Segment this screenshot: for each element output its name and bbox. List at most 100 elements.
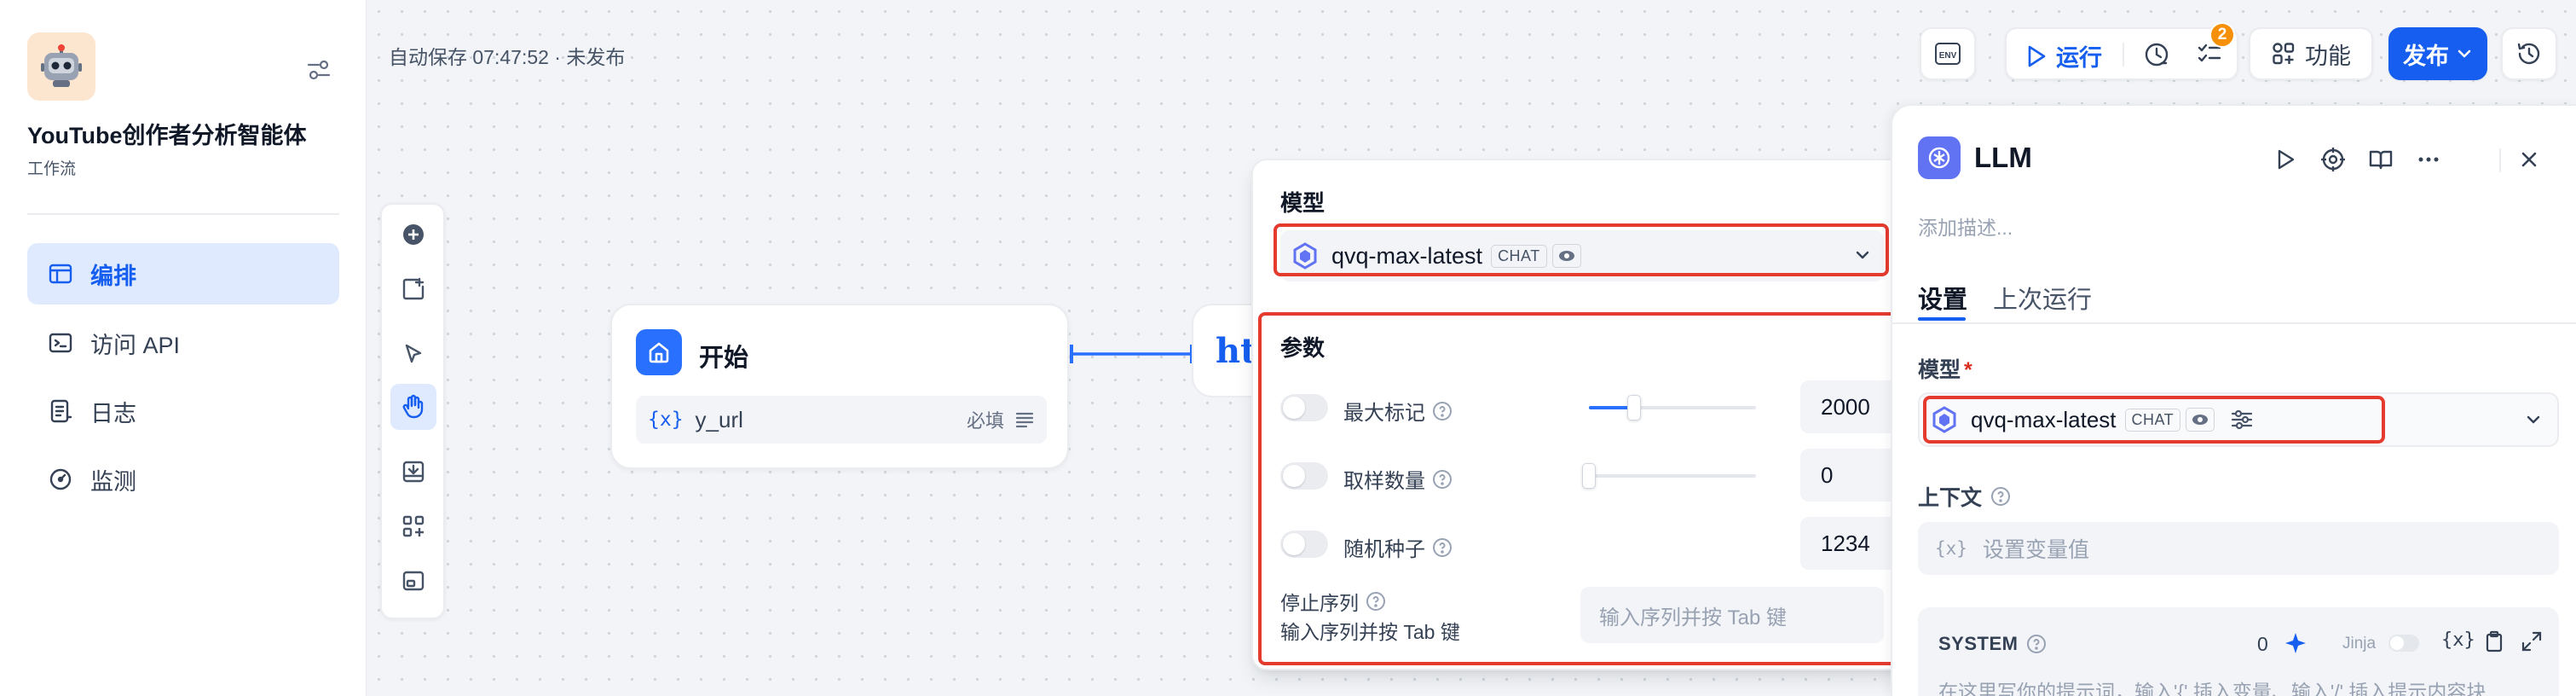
ai-generate-icon[interactable] [2283, 631, 2308, 661]
play-icon [2025, 44, 2048, 69]
model-field-label: 模型* [1918, 353, 1972, 384]
system-prompt-editor[interactable]: SYSTEM 0 Jinja {x} 在这里写你的提示词，输入'{' 插入变量、… [1918, 607, 2559, 696]
model-mode-tag: CHAT [1491, 244, 1547, 268]
panel-title: LLM [1974, 142, 2032, 173]
sidebar-item-label: 日志 [90, 400, 136, 426]
run-button[interactable]: 运行 [2025, 39, 2102, 72]
run-node-icon[interactable] [2271, 145, 2300, 174]
active-tab-indicator [1918, 317, 1966, 321]
tab-last-run[interactable]: 上次运行 [1993, 287, 2093, 314]
stop-sequence-label: 停止序列 [1280, 592, 1359, 614]
top-k-label: 取样数量 [1343, 470, 1425, 493]
pointer-icon[interactable] [390, 331, 436, 377]
param-row-max-tokens: 最大标记 2000 [1280, 380, 1911, 433]
target-icon[interactable] [2319, 145, 2348, 174]
version-history-button[interactable] [2501, 27, 2557, 80]
export-image-icon[interactable] [390, 449, 436, 495]
sidebar-item-logs[interactable]: 日志 [27, 380, 339, 442]
max-tokens-slider[interactable] [1589, 395, 1756, 420]
seed-label: 随机种子 [1343, 538, 1425, 561]
help-icon [2027, 635, 2047, 653]
system-label-wrap: SYSTEM [1938, 633, 2047, 655]
params-label: 参数 [1280, 335, 1326, 361]
chevron-down-icon [2523, 409, 2544, 430]
checklist-badge: 2 [2209, 22, 2235, 48]
model-settings-popover: 模型 qvq-max-latest CHAT 参数 最大标记 2000 取样数量 [1251, 159, 1913, 670]
tabs-divider [1892, 322, 2576, 324]
sidebar-item-monitor[interactable]: 监测 [27, 449, 339, 510]
param-row-seed: 随机种子 1234 [1280, 517, 1911, 570]
publish-label: 发布 [2403, 43, 2449, 69]
sidebar-item-orchestrate[interactable]: 编排 [27, 243, 339, 304]
model-label-text: 模型 [1918, 358, 1961, 382]
max-tokens-slider-thumb[interactable] [1626, 395, 1641, 420]
log-icon [46, 397, 75, 426]
token-count: 0 [2257, 633, 2268, 655]
stop-sequence-hint: 输入序列并按 Tab 键 [1280, 621, 1460, 643]
more-icon[interactable] [2414, 145, 2443, 174]
variable-icon: {x} [648, 409, 684, 431]
stop-sequence-input[interactable]: 输入序列并按 Tab 键 [1580, 587, 1884, 643]
publish-button[interactable]: 发布 [2388, 27, 2487, 80]
feature-button[interactable]: 功能 [2249, 27, 2373, 80]
terminal-icon [46, 328, 75, 357]
autosave-status: 自动保存 07:47:52 · 未发布 [389, 46, 626, 68]
tool-palette [380, 203, 445, 619]
seed-toggle[interactable] [1280, 531, 1328, 558]
start-node[interactable]: 开始 {x} y_url 必填 [610, 304, 1069, 469]
run-history-icon[interactable] [2143, 41, 2170, 68]
copy-icon[interactable] [2482, 629, 2506, 658]
tab-settings[interactable]: 设置 [1918, 287, 1968, 314]
app-name: YouTube创作者分析智能体 [27, 123, 307, 148]
top-k-toggle[interactable] [1280, 462, 1328, 490]
llm-node-icon [1918, 136, 1961, 179]
qwen-logo-icon [1930, 405, 1959, 434]
expand-icon[interactable] [2520, 629, 2544, 658]
context-placeholder: 设置变量值 [1982, 538, 2089, 562]
sidebar-settings-icon[interactable] [305, 56, 332, 84]
model-select[interactable]: qvq-max-latest CHAT [1918, 392, 2559, 447]
apps-icon [2271, 41, 2296, 67]
param-label: 取样数量 [1343, 464, 1453, 494]
sidebar-item-label: 编排 [90, 263, 136, 289]
qwen-logo-icon [1291, 241, 1320, 270]
sidebar-item-api[interactable]: 访问 API [27, 312, 339, 374]
context-variable-input[interactable]: {x} 设置变量值 [1918, 522, 2559, 575]
max-tokens-toggle[interactable] [1280, 394, 1328, 421]
param-row-top-k: 取样数量 0 [1280, 449, 1911, 502]
param-label: 最大标记 [1343, 396, 1453, 426]
vision-icon [2186, 408, 2215, 432]
add-note-icon[interactable] [390, 266, 436, 312]
env-icon: ENV [1933, 39, 1962, 68]
system-label: SYSTEM [1938, 633, 2019, 654]
feature-label: 功能 [2305, 43, 2351, 69]
model-params-icon[interactable] [2230, 408, 2254, 432]
toolbar-divider [2123, 43, 2124, 67]
env-button[interactable]: ENV [1920, 27, 1976, 80]
book-icon[interactable] [2366, 145, 2395, 174]
top-k-slider[interactable] [1582, 463, 1756, 489]
close-icon[interactable] [2515, 145, 2544, 174]
top-k-slider-thumb[interactable] [1582, 463, 1596, 489]
insert-variable-icon[interactable]: {x} [2441, 629, 2475, 651]
popover-model-name: qvq-max-latest [1331, 242, 1483, 269]
popover-model-select[interactable]: qvq-max-latest CHAT [1280, 230, 1884, 281]
layout-icon [46, 259, 75, 288]
node-settings-panel: LLM 添加描述... 设置 上次运行 模型* qvq-max-latest C… [1891, 104, 2576, 696]
checklist-icon[interactable] [2196, 41, 2223, 68]
help-icon [1433, 469, 1452, 489]
run-toolbar-group: 运行 2 [2005, 22, 2238, 80]
hand-icon[interactable] [390, 384, 436, 430]
add-node-icon[interactable] [390, 212, 436, 258]
organize-nodes-icon[interactable] [390, 503, 436, 549]
minimap-icon[interactable] [390, 558, 436, 604]
model-name: qvq-max-latest [1971, 406, 2117, 432]
svg-text:ENV: ENV [1939, 51, 1957, 61]
description-input[interactable]: 添加描述... [1918, 217, 2013, 239]
stop-sequence-row: 停止序列 输入序列并按 Tab 键 输入序列并按 Tab 键 [1280, 587, 1884, 647]
jinja-toggle[interactable] [2388, 635, 2419, 652]
llm-node-partial-label: ht [1216, 331, 1256, 371]
required-label: 必填 [966, 410, 1004, 432]
start-variable-row[interactable]: {x} y_url 必填 [636, 396, 1047, 444]
context-label: 上下文 [1918, 486, 1983, 510]
